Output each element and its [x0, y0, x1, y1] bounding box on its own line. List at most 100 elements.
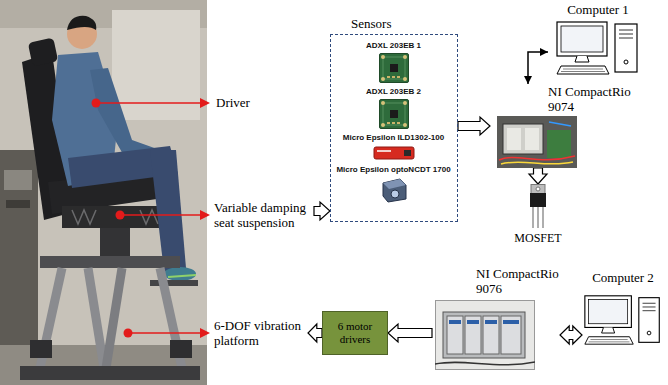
illustration-part — [397, 76, 400, 78]
illustration-part — [100, 228, 130, 256]
sensor-item: ADXL 203EB 1 — [333, 41, 454, 83]
laser-sensor — [373, 145, 415, 161]
illustration-part — [467, 320, 479, 324]
illustration-part — [120, 214, 201, 216]
illustration-part — [170, 340, 192, 358]
illustration-part — [383, 57, 405, 79]
illustration-part — [62, 206, 170, 228]
illustration-part — [28, 38, 58, 67]
illustration-part — [383, 103, 405, 125]
controller-photo — [497, 116, 577, 168]
label-text: Variable damping seat suspension — [214, 200, 314, 230]
illustration-part — [381, 55, 385, 59]
illustration-part — [525, 128, 539, 150]
illustration-part — [0, 0, 207, 385]
illustration-part — [436, 301, 535, 370]
sensor-item: ADXL 203EB 2 — [333, 87, 454, 129]
component-label: MOSFET — [514, 231, 561, 246]
illustration-part — [88, 268, 104, 368]
illustration-part — [390, 64, 398, 72]
illustration-part — [30, 340, 52, 358]
illustration-part — [200, 98, 210, 108]
vibration-platform — [20, 256, 200, 380]
arrow-head — [524, 76, 532, 84]
mosfet-node: MOSFET — [505, 184, 571, 246]
sensor-name: ADXL 203EB 2 — [366, 87, 421, 97]
illustration-part — [602, 327, 615, 333]
sensor-group-box: SensorsADXL 203EB 1ADXL 203EB 2Micro Eps… — [330, 34, 458, 222]
illustration-part — [0, 150, 38, 350]
illustration-part — [374, 147, 414, 159]
displacement-sensor — [380, 177, 408, 203]
illustration-part — [575, 56, 589, 62]
illustration-part — [485, 320, 497, 324]
illustration-part — [377, 150, 391, 152]
illustration-part — [501, 162, 573, 164]
process-box: 6 motor drivers — [322, 311, 388, 355]
callout-label: Variable damping seat suspension — [214, 200, 314, 230]
group-heading: Sensors — [351, 16, 391, 31]
controller-image — [497, 116, 577, 168]
accelerometer-board — [379, 53, 409, 83]
illustration-part — [465, 316, 481, 354]
illustration-part — [549, 122, 571, 126]
illustration-part — [6, 200, 30, 208]
illustration-part — [447, 316, 463, 354]
illustration-part — [561, 26, 603, 52]
block-arrow — [458, 117, 490, 135]
illustration-part — [381, 101, 385, 105]
controller-label: NI CompactRio 9076 — [476, 266, 560, 296]
illustration-part — [557, 22, 607, 56]
computer-node: Computer 1 — [548, 2, 648, 76]
illustration-part — [530, 193, 546, 207]
illustration-part — [435, 362, 535, 365]
controller-image — [435, 300, 535, 370]
controller-label: NI CompactRio 9074 — [548, 84, 638, 114]
illustration-part — [390, 110, 398, 118]
callout-label: Driver — [216, 95, 276, 110]
illustration-part — [585, 337, 633, 344]
sensor-name: Micro Epsilon ILD1302-100 — [343, 133, 444, 143]
red-pointer — [92, 98, 211, 338]
illustration-part — [443, 312, 525, 358]
illustration-part — [449, 320, 461, 324]
illustration-part — [532, 207, 534, 228]
illustration-part — [536, 187, 540, 191]
block-arrow — [388, 324, 432, 342]
computer-icon — [583, 288, 663, 352]
illustration-part — [381, 77, 385, 81]
illustration-part — [67, 16, 96, 30]
controller-node: NI CompactRio 9076 — [432, 266, 560, 374]
mosfet-symbol — [528, 184, 548, 228]
illustration-part — [483, 316, 499, 354]
connector-line — [528, 52, 548, 84]
block-arrow — [308, 324, 322, 342]
computer-node: Computer 2 — [582, 270, 664, 352]
label-text: 6-DOF vibration platform — [214, 318, 308, 348]
illustration-part — [615, 24, 637, 72]
illustration-part — [383, 179, 406, 189]
sensor-item: Micro Epsilon optoNCDT 1700 — [333, 165, 454, 203]
illustration-part — [547, 130, 571, 158]
illustration-part — [4, 170, 32, 190]
sensor-item: Micro Epsilon ILD1302-100 — [333, 133, 454, 161]
illustration-part — [40, 256, 180, 268]
illustration-part — [379, 54, 408, 83]
illustration-part — [639, 298, 659, 343]
illustration-part — [589, 340, 630, 342]
controller-node: NI CompactRio 9074 — [490, 84, 640, 168]
illustration-part — [96, 102, 201, 104]
illustration-part — [20, 366, 200, 380]
illustration-part — [106, 268, 122, 368]
illustration-part — [168, 275, 196, 277]
illustration-part — [557, 66, 609, 74]
illustration-part — [497, 116, 577, 168]
computer-label: Computer 2 — [592, 270, 654, 285]
controller-photo — [435, 300, 535, 370]
illustration-part — [643, 303, 656, 310]
illustration-part — [507, 128, 521, 150]
illustration-part — [128, 332, 201, 334]
illustration-part — [379, 100, 408, 129]
illustration-part — [589, 300, 628, 324]
